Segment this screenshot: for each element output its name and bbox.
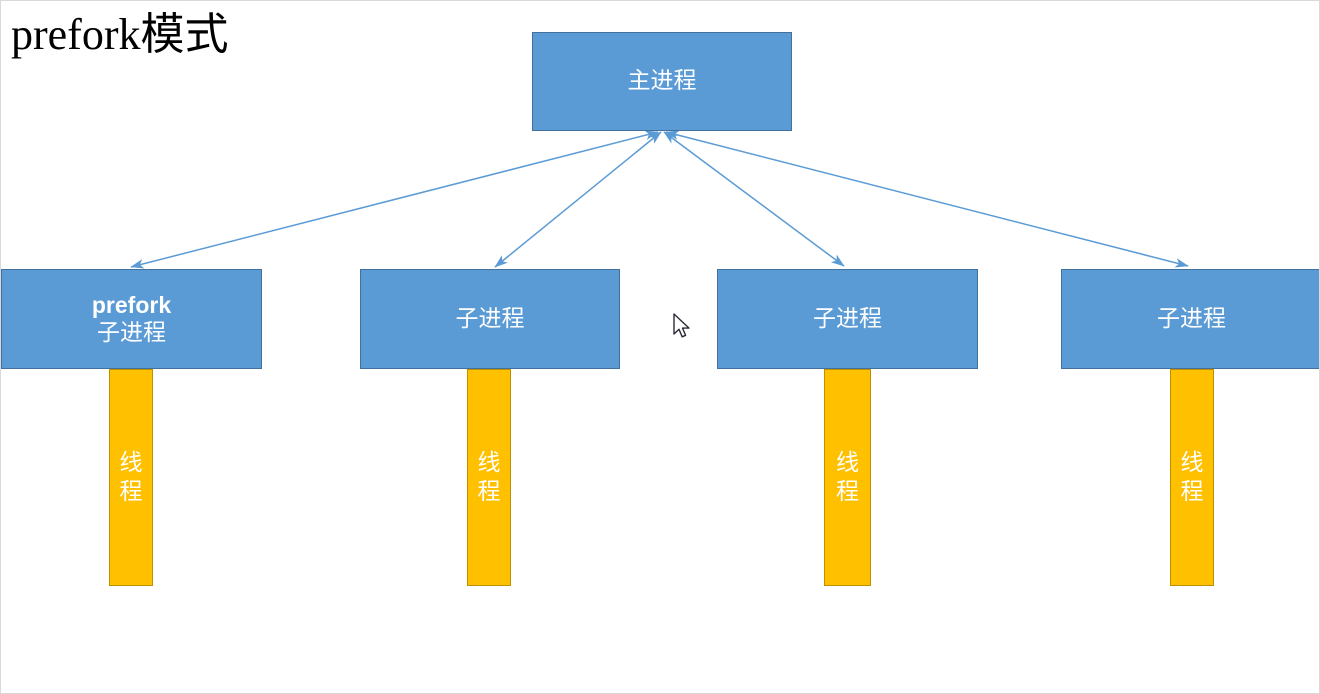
thread-label-3: 线 程	[1180, 450, 1204, 504]
child-process-cjk-label-0: 子进程	[97, 320, 166, 345]
thread-bar-0[interactable]: 线 程	[109, 369, 153, 586]
child-process-label-1: 子进程	[455, 305, 525, 331]
child-process-label-3: 子进程	[1157, 305, 1226, 331]
main-process-label: 主进程	[627, 68, 697, 94]
arrow-main-to-child-3	[665, 130, 1189, 268]
arrow-main-to-child-0	[130, 130, 659, 269]
child-process-latin-label-0: prefork	[91, 291, 172, 318]
child-process-box-3[interactable]: 子进程	[1061, 269, 1319, 369]
arrow-main-to-child-1	[494, 131, 662, 268]
thread-bar-1[interactable]: 线 程	[467, 369, 511, 586]
child-process-box-1[interactable]: 子进程	[360, 269, 620, 369]
main-process-box[interactable]: 主进程	[532, 32, 792, 131]
child-process-box-2[interactable]: 子进程	[717, 269, 978, 369]
thread-bar-3[interactable]: 线 程	[1170, 369, 1214, 586]
page-title: prefork模式	[11, 10, 229, 59]
thread-label-0: 线 程	[119, 450, 143, 504]
thread-bar-2[interactable]: 线 程	[824, 369, 871, 586]
child-process-box-0[interactable]: prefork 子进程	[1, 269, 262, 369]
arrow-main-to-child-2	[663, 131, 845, 267]
thread-label-1: 线 程	[477, 450, 501, 504]
child-process-label-2: 子进程	[813, 305, 882, 331]
arrow-cursor-icon	[673, 313, 690, 338]
child-process-label-0: prefork 子进程	[92, 291, 171, 347]
thread-label-2: 线 程	[836, 450, 859, 504]
